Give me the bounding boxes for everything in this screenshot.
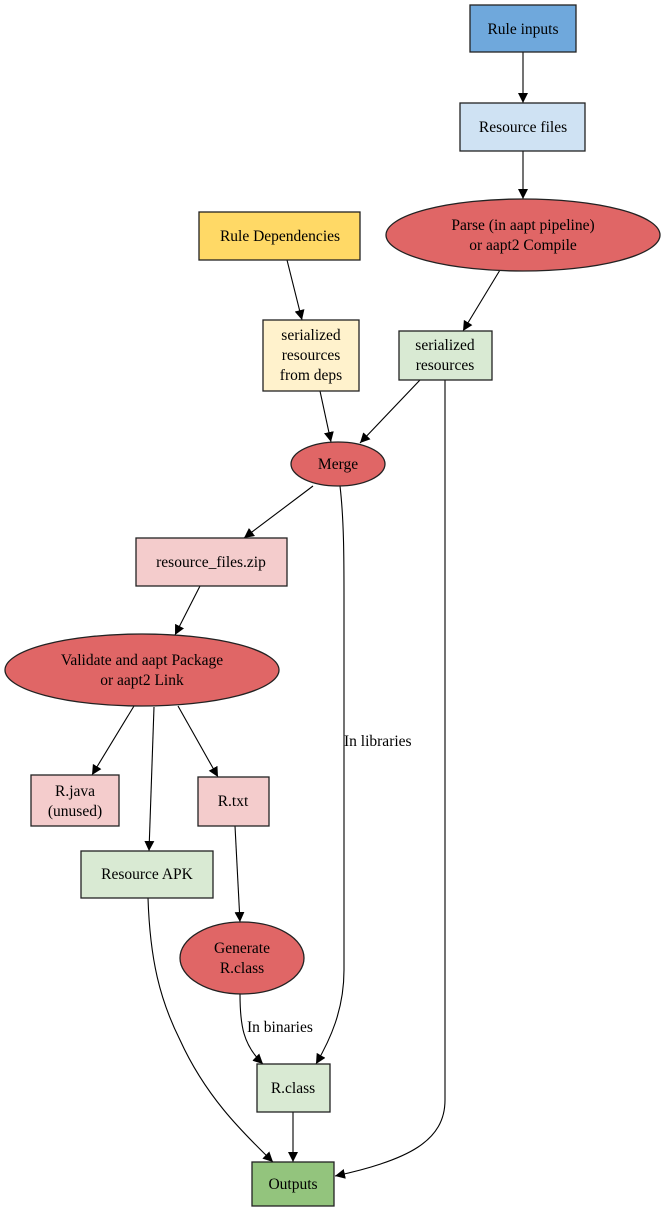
- edge-serialized-deps-to-merge: [319, 390, 334, 443]
- node-label: Rule inputs: [487, 21, 558, 38]
- node-label: R.class: [271, 1080, 315, 1097]
- edge-serialized-resources-to-outputs: [334, 380, 446, 1179]
- edge-resource-apk-to-outputs: [147, 897, 274, 1163]
- node-r-class: R.class: [256, 1063, 331, 1113]
- node-generate: Generate R.class: [179, 921, 305, 995]
- node-label: resources: [416, 357, 475, 374]
- node-r-txt: R.txt: [197, 776, 270, 827]
- edge-merge-to-zip: [243, 485, 314, 539]
- node-label: from deps: [280, 367, 342, 384]
- node-label: (unused): [48, 803, 102, 820]
- node-label: serialized: [281, 327, 341, 344]
- edge-rule-deps-to-serialized-deps: [286, 259, 305, 321]
- node-resource-files: Resource files: [459, 102, 586, 152]
- node-resource-apk: Resource APK: [80, 850, 214, 899]
- node-label: Parse (in aapt pipeline): [451, 217, 594, 234]
- edge-merge-to-r-class: [315, 485, 345, 1065]
- node-serialized-resources: serialized resources: [398, 330, 493, 381]
- edges: [91, 52, 528, 1179]
- node-label: R.class: [220, 960, 264, 977]
- node-rule-inputs: Rule inputs: [469, 4, 577, 53]
- node-merge: Merge: [290, 441, 386, 487]
- edge-label-in-libraries: In libraries: [344, 733, 412, 750]
- edge-parse-to-serialized-resources: [462, 269, 501, 332]
- node-label: R.txt: [218, 793, 249, 810]
- edge-serialized-resources-to-merge: [359, 379, 421, 444]
- node-outputs: Outputs: [251, 1161, 335, 1207]
- node-label: Resource APK: [101, 866, 194, 883]
- node-label: Validate and aapt Package: [61, 652, 223, 669]
- node-label: Rule Dependencies: [220, 228, 340, 245]
- node-r-java: R.java (unused): [30, 774, 120, 827]
- node-label: R.java: [55, 783, 95, 800]
- edge-label-in-binaries: In binaries: [247, 1019, 313, 1036]
- edge-validate-to-resource-apk: [144, 706, 155, 852]
- edge-generate-to-r-class: [239, 993, 264, 1065]
- node-label: resources: [282, 347, 341, 364]
- edge-zip-to-validate: [174, 585, 201, 636]
- node-label: Outputs: [268, 1176, 317, 1193]
- node-label: or aapt2 Link: [100, 672, 184, 689]
- node-label: Resource files: [479, 119, 567, 136]
- node-label: Merge: [318, 456, 358, 473]
- edge-validate-to-r-java: [91, 705, 135, 776]
- node-parse: Parse (in aapt pipeline) or aapt2 Compil…: [385, 198, 661, 272]
- node-label: serialized: [415, 337, 475, 354]
- node-label: resource_files.zip: [156, 554, 266, 571]
- node-validate: Validate and aapt Package or aapt2 Link: [4, 633, 280, 707]
- node-label: or aapt2 Compile: [469, 237, 577, 254]
- node-label: Generate: [214, 940, 270, 957]
- edge-r-txt-to-generate: [234, 825, 245, 923]
- edge-validate-to-r-txt: [177, 705, 219, 778]
- node-serialized-deps: serialized resources from deps: [262, 319, 360, 392]
- node-rule-dependencies: Rule Dependencies: [198, 211, 361, 261]
- node-resource-files-zip: resource_files.zip: [135, 537, 288, 587]
